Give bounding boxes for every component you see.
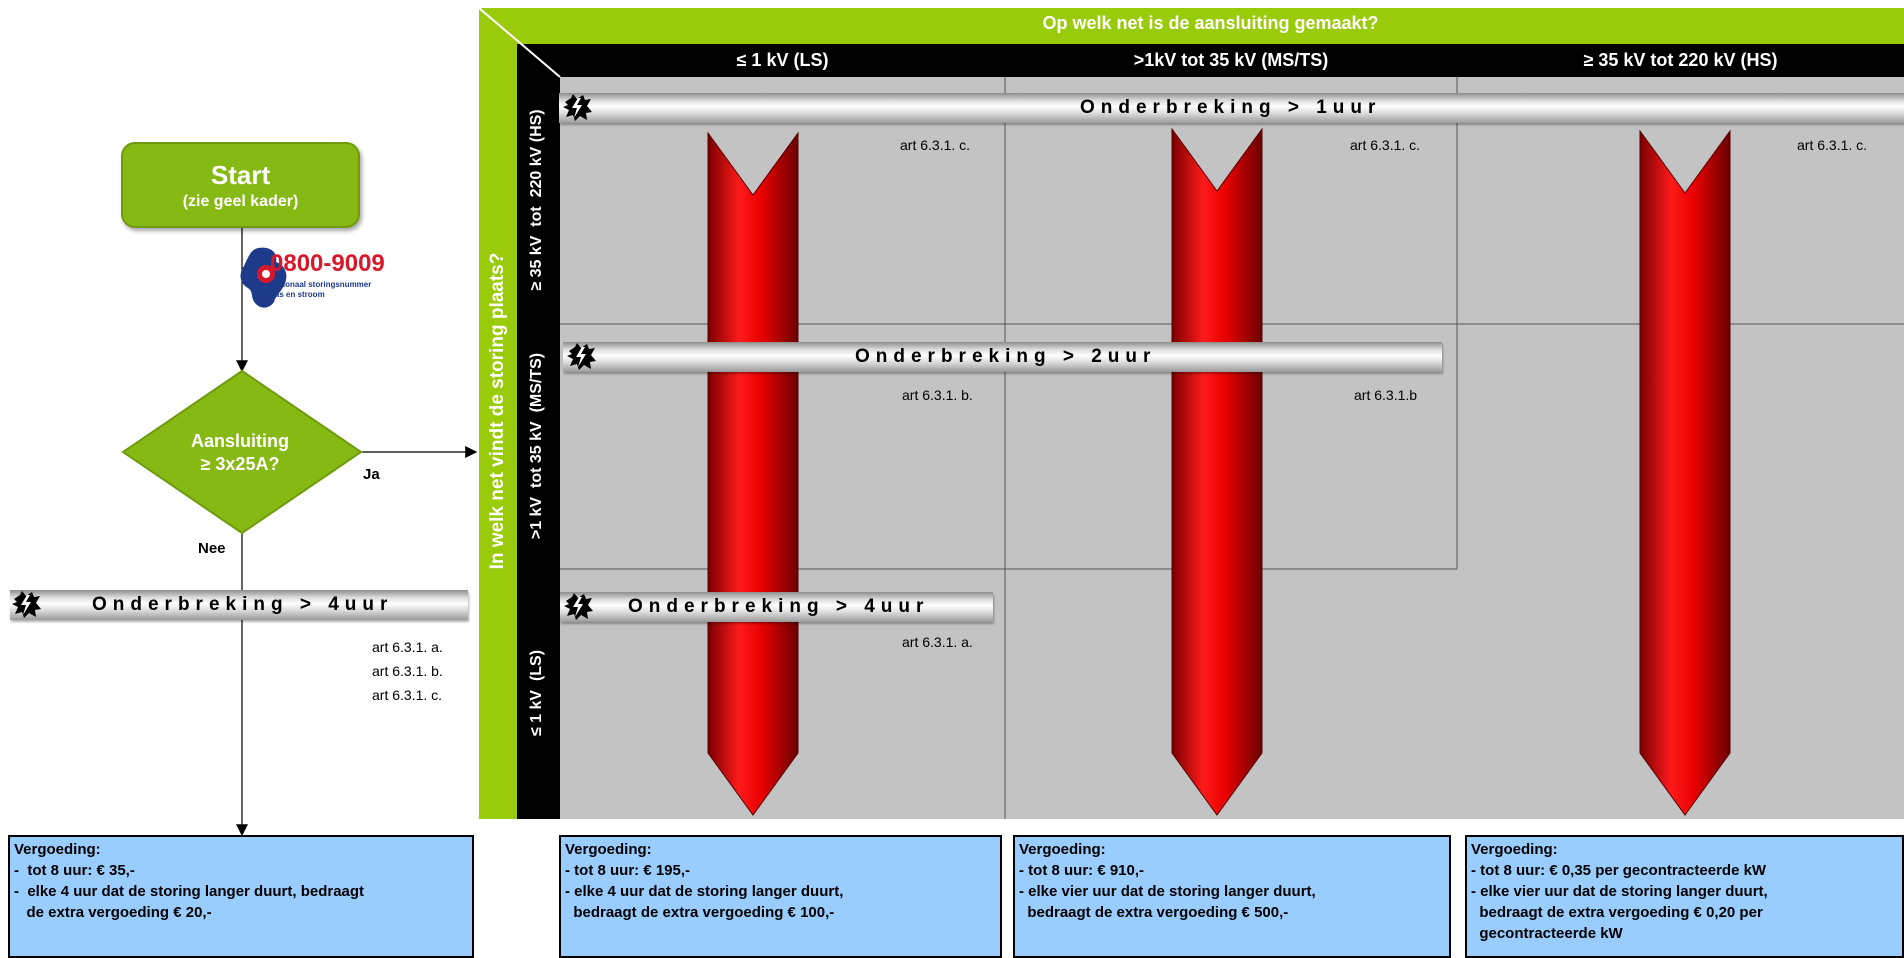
compensation-box-hs: Vergoeding: - tot 8 uur: € 0,35 per geco… [1465,835,1904,958]
top-header-title: Op welk net is de aansluiting gemaakt? [1042,13,1379,33]
article-hs-ls: art 6.3.1. c. [900,137,971,153]
start-subtitle: (zie geel kader) [182,193,299,210]
compensation-box-ls: Vergoeding: - tot 8 uur: € 195,- - elke … [559,835,1002,958]
no-label: Nee [198,540,226,557]
compensation-line: - elke vier uur dat de storing langer du… [1019,883,1316,900]
compensation-line: bedraagt de extra vergoeding € 100,- [565,904,835,921]
compensation-line: - tot 8 uur: € 910,- [1019,862,1145,879]
article-left-b: art 6.3.1. b. [372,663,443,679]
column-header-ls: ≤ 1 kV (LS) [736,50,829,70]
article-hs-ms: art 6.3.1. c. [1350,137,1421,153]
article-ms-ls: art 6.3.1. b. [902,387,973,403]
article-ls-ls: art 6.3.1. a. [902,634,973,650]
compensation-line: - elke 4 uur dat de storing langer duurt… [14,883,365,900]
start-box: Start (zie geel kader) [121,142,360,228]
lightning-icon [563,94,592,121]
compensation-line: - elke 4 uur dat de storing langer duurt… [565,883,844,900]
yes-label: Ja [363,466,380,483]
article-left-c: art 6.3.1. c. [372,687,443,703]
red-arrow-ms [1171,127,1263,816]
column-header-ms: >1kV tot 35 kV (MS/TS) [1133,50,1329,70]
article-left-a: art 6.3.1. a. [372,639,443,655]
lightning-icon [567,343,596,370]
compensation-line: - elke vier uur dat de storing langer du… [1471,883,1768,900]
interruption-bar-ms [563,342,1442,372]
compensation-title: Vergoeding: [1471,841,1558,858]
decision-text: Aansluiting ≥ 3x25A? [160,430,320,476]
interruption-bar-ls [560,592,993,622]
left-header-band [479,8,517,819]
row-header-band [517,44,560,819]
interruption-text-ms: Onderbreking > 2uur [855,346,1157,367]
compensation-title: Vergoeding: [14,841,101,858]
top-header-band [479,8,1904,44]
decision-line2: ≥ 3x25A? [200,454,280,474]
lightning-icon [12,591,41,618]
interruption-text-left: Onderbreking > 4uur [92,594,394,615]
column-header-hs: ≥ 35 kV tot 220 kV (HS) [1583,50,1778,70]
interruption-bar-left [10,590,468,620]
storingsnummer-logo-icon [240,247,287,308]
red-arrow-ls [707,131,799,816]
interruption-text-hs: Onderbreking > 1uur [1080,97,1382,118]
compensation-line: gecontracteerde kW [1471,925,1623,942]
compensation-line: - tot 8 uur: € 35,- [14,862,135,879]
red-arrow-hs [1639,129,1731,816]
compensation-line: bedraagt de extra vergoeding € 0,20 per [1471,904,1763,921]
decision-diamond [121,369,363,535]
interruption-bar-hs [559,93,1904,123]
compensation-line: bedraagt de extra vergoeding € 500,- [1019,904,1289,921]
compensation-title: Vergoeding: [1019,841,1106,858]
lightning-icon [564,593,593,620]
interruption-text-ls: Onderbreking > 4uur [628,596,930,617]
article-ms-ms: art 6.3.1.b [1354,387,1418,403]
logo-line2: gas en stroom [270,290,325,299]
compensation-box-ms: Vergoeding: - tot 8 uur: € 910,- - elke … [1013,835,1451,958]
logo-number: 0800-9009 [270,250,385,277]
compensation-box-left: Vergoeding: - tot 8 uur: € 35,- - elke 4… [8,835,474,958]
compensation-title: Vergoeding: [565,841,652,858]
start-title: Start [210,160,271,190]
article-hs-hs: art 6.3.1. c. [1797,137,1868,153]
compensation-line: de extra vergoeding € 20,- [14,904,212,921]
logo-line1: Nationaal storingsnummer [270,280,372,289]
compensation-line: - tot 8 uur: € 0,35 per gecontracteerde … [1471,862,1767,879]
corner-diagonal [479,8,561,78]
compensation-line: - tot 8 uur: € 195,- [565,862,691,879]
column-header-band [517,44,1904,77]
decision-line1: Aansluiting [191,431,289,451]
